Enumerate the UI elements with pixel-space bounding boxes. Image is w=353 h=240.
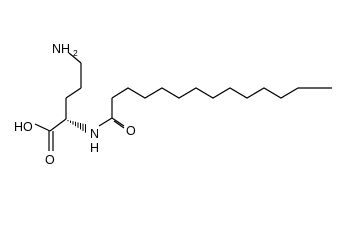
- acid-oxygen-label: O: [45, 153, 55, 167]
- lysine-side-chain: [65, 52, 82, 119]
- bond-c5-c4: [65, 87, 82, 99]
- amide-group: [98, 98, 125, 129]
- carboxyl-group: [34, 118, 67, 151]
- structure-canvas: NH 2 HO O N H O: [14, 42, 332, 167]
- amine-subscript: 2: [73, 48, 78, 58]
- hydroxyl-label: HO: [14, 120, 33, 134]
- bond-n6-c6: [68, 52, 82, 64]
- bond-c-oh: [34, 123, 51, 132]
- bond-co-double-2: [113, 120, 125, 129]
- amide-oxygen-label: O: [126, 124, 136, 138]
- amide-nitrogen-label: N: [90, 127, 99, 141]
- bond-ca-cooh: [49, 118, 67, 132]
- bond-n-co: [98, 117, 113, 127]
- hashed-wedge-bond: [67, 120, 86, 133]
- bond-co-double-1: [111, 117, 125, 127]
- amide-hydrogen-label: H: [90, 141, 99, 155]
- acyl-chain: [111, 87, 332, 99]
- structural-formula: NH 2 HO O N H O: [14, 42, 332, 167]
- amine-label: NH: [52, 42, 70, 56]
